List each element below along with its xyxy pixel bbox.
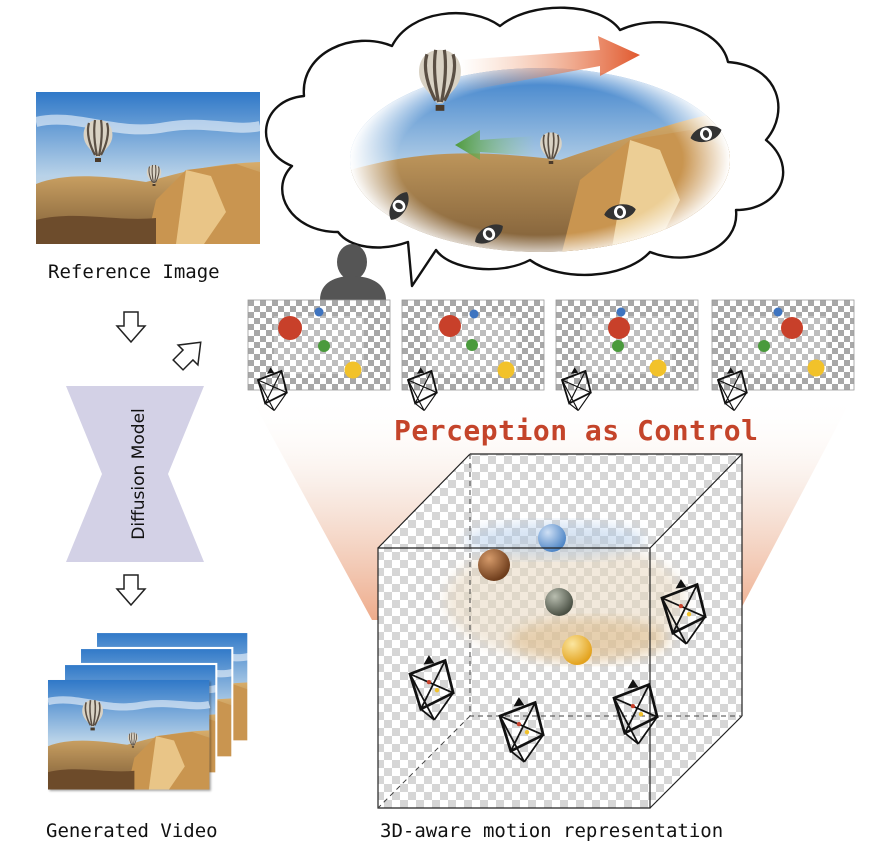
generated-video-stack xyxy=(48,632,248,789)
motion-arrow-green xyxy=(455,130,535,160)
frame-2 xyxy=(401,299,545,412)
down-arrow-icon xyxy=(115,574,147,607)
frame-4 xyxy=(711,299,855,412)
reference-image-label: Reference Image xyxy=(48,261,220,283)
person-icon xyxy=(320,244,386,300)
thought-scene xyxy=(350,68,730,252)
feedback-arrow-icon xyxy=(172,341,202,371)
frame-strip xyxy=(247,299,855,412)
diffusion-model-label: Diffusion Model xyxy=(129,408,149,540)
camera-icon xyxy=(408,653,455,722)
sphere-gray xyxy=(545,588,573,616)
frame-3 xyxy=(555,299,699,412)
sphere-blue xyxy=(538,524,566,552)
camera-icon xyxy=(612,677,659,746)
sphere-brown xyxy=(478,549,510,581)
motion-cube xyxy=(377,453,743,809)
down-arrow-icon xyxy=(115,311,147,344)
camera-icon xyxy=(660,577,707,646)
diffusion-model-block xyxy=(66,386,204,562)
generated-video-label: Generated Video xyxy=(46,820,218,842)
motion-arrow-orange xyxy=(460,36,640,92)
sphere-yellow xyxy=(562,635,592,665)
motion-representation-label: 3D-aware motion representation xyxy=(380,820,724,842)
perception-as-control-title: Perception as Control xyxy=(394,414,759,447)
reference-image xyxy=(36,92,260,244)
frame-1 xyxy=(247,299,391,412)
camera-icon xyxy=(498,695,545,764)
